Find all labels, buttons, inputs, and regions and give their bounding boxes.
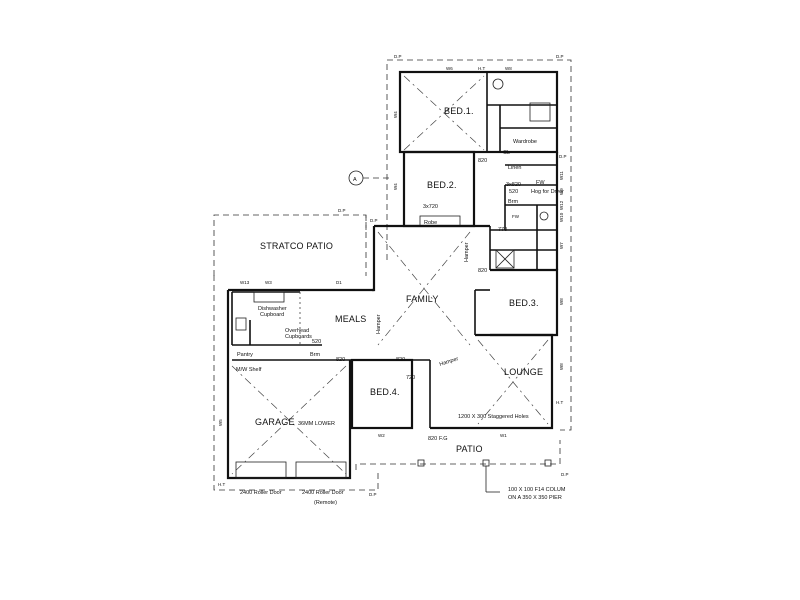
label-dim-520: 520 [312,339,321,345]
bed4-walls [350,358,430,430]
window-w11: W11 [559,171,564,180]
window-tags: W1 W2 W3 W4 W4 W5 W6 W7 W8 W8 W8 W9 W10 … [218,54,569,497]
window-w2: W2 [378,433,385,438]
window-w1: W1 [500,433,507,438]
window-w4-bed1: W4 [393,111,398,118]
label-garage-lower: 36MM LOWER [298,421,335,427]
window-w5: W5 [218,419,223,426]
label-linen: Linen [508,165,521,171]
label-hog-for-dryer: Hog for Dryer [531,189,564,195]
label-robe: Robe [424,220,437,226]
label-fg: F.G [439,436,448,442]
label-overhead: Overhead [285,328,309,334]
room-bed3: BED.3. [509,298,539,308]
label-column-line1: 100 X 100 F14 COLUM [508,487,566,493]
label-mw-shelf: M/W Shelf [236,367,262,373]
window-w4: W4 [393,183,398,190]
window-w8: W8 [505,66,512,71]
label-hamper-family: Hamper [464,242,470,262]
label-brm-2: Brm [508,199,519,205]
downpipe-bed1-right: D.P [559,154,567,159]
window-w13: W13 [240,280,250,285]
label-cl: CL [503,150,510,156]
label-dim-820-patio: 820 [428,436,437,442]
roof-outline [213,59,572,491]
label-section-marker: A [353,177,357,183]
lounge-walls [429,333,554,430]
hose-tap-top: H.T [478,66,486,71]
patio-columns [417,459,552,493]
window-w12: W12 [559,200,564,210]
room-family: FAMILY [406,294,439,304]
family-walls [372,224,491,292]
hose-tap-lounge: H.T [556,400,564,405]
label-roller-door-left: 2400 Roller Door [240,490,282,496]
window-w10: W10 [559,212,564,222]
room-patio: PATIO [456,444,483,454]
downpipe-patio: D.P [561,472,569,477]
label-fw: FW [536,180,545,186]
label-hamper-meals: Hamper [376,314,382,334]
room-bed1: BED.1. [444,106,474,116]
label-roller-door-right: 2400 Roller Door [302,490,344,496]
label-staggered-holes: 1200 X 300 Staggered Holes [458,414,529,420]
room-lounge: LOUNGE [504,367,543,377]
window-w8-bed3: W8 [559,298,564,305]
downpipe-top-right: D.P [556,54,564,59]
room-bed4: BED.4. [370,387,400,397]
label-pantry: Pantry [237,352,253,358]
downpipe-stratco: D.P [338,208,346,213]
label-cupboard: Cupboard [260,312,284,318]
window-w7: W7 [559,242,564,249]
label-dim-3x820: 3x820 [506,182,521,188]
label-dishwasher: Dishwasher [258,306,287,312]
label-dim-770: 770 [498,227,507,233]
room-garage: GARAGE [255,417,295,427]
window-w8-lounge: W8 [559,363,564,370]
window-w6: W6 [446,66,453,71]
kitchen-walls [226,288,374,361]
label-remote: (Remote) [314,500,337,506]
bed1-wing-walls [398,70,559,154]
room-bed2: BED.2. [427,180,457,190]
label-wardrobe: Wardrobe [513,139,537,145]
section-marker [348,170,390,186]
room-meals: MEALS [335,314,367,324]
label-cupboards: Cupboards [285,334,312,340]
room-stratco-patio: STRATCO PATIO [260,241,333,251]
window-w9: W9 [559,188,564,195]
label-dim-720: 720 [406,375,415,381]
door-d1: D1 [336,280,342,285]
hose-tap-garage: H.T [218,482,226,487]
downpipe-top-left: D.P [394,54,402,59]
label-dim-520-hall: 520 [509,189,518,195]
label-brm: Brm [310,352,321,358]
label-dim-820-bed4: 820 [396,357,405,363]
label-hamper-lounge: Hamper [439,356,460,368]
downpipe-bed2: D.P [370,218,378,223]
label-dim-3x720: 3x720 [423,204,438,210]
label-dim-820-family: 820 [478,268,487,274]
wet-area-walls [490,151,559,270]
label-column-line2: ON A 350 X 350 PIER [508,495,562,501]
downpipe-garage: D.P [369,492,377,497]
label-fw-2: FW [512,214,520,219]
label-dim-820-meals: 820 [336,357,345,363]
label-dim-820-bed1: 820 [478,158,487,164]
window-w3: W3 [265,280,272,285]
